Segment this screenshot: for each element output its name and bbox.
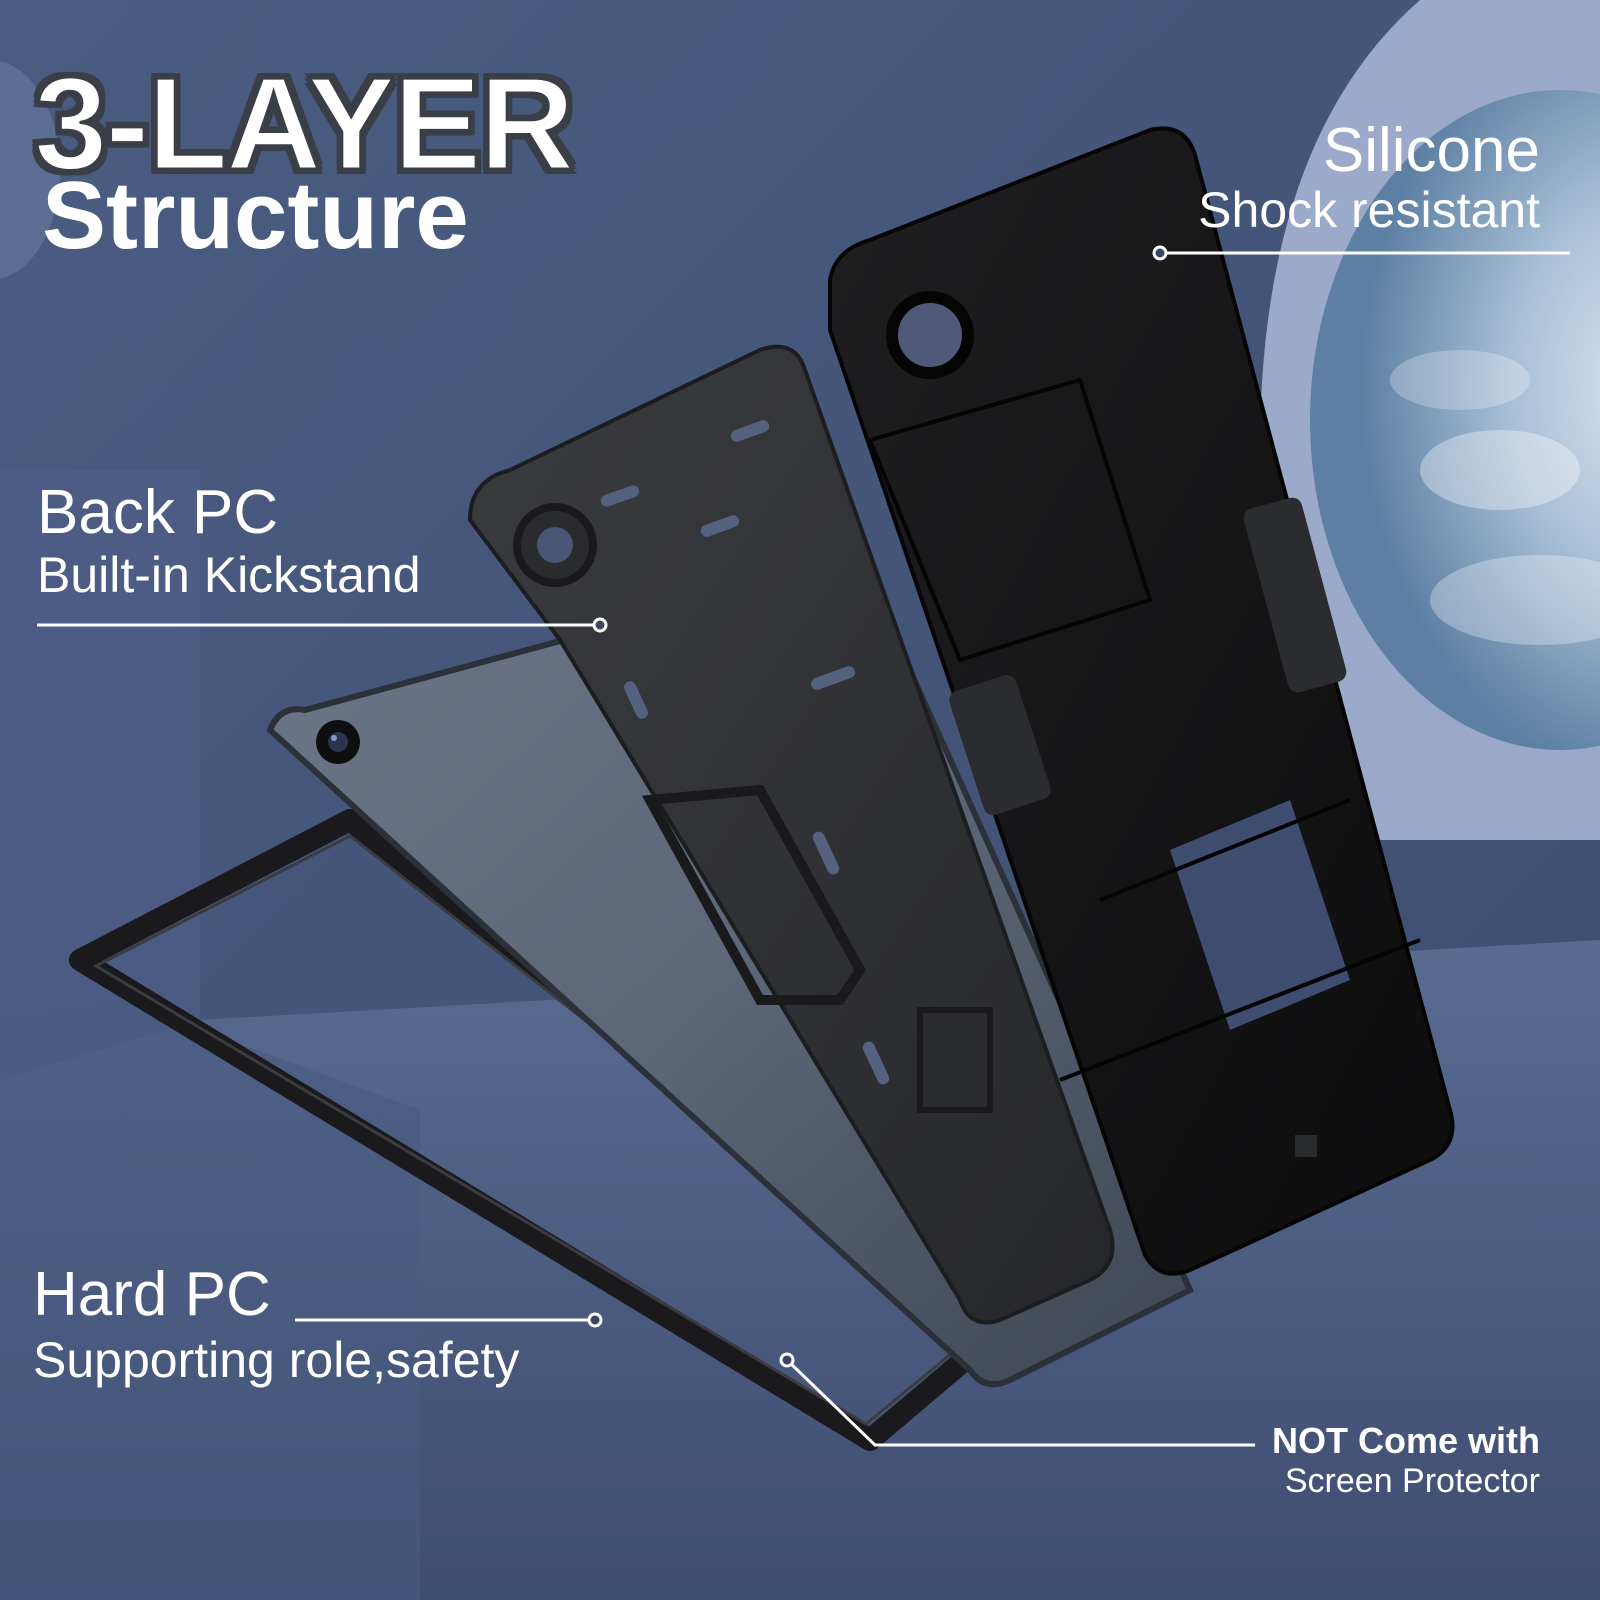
silicone-subtitle: Shock resistant: [1198, 182, 1540, 238]
headline-line-1: 3-LAYER: [33, 50, 577, 197]
silicone-title: Silicone: [1322, 116, 1540, 185]
note-callout-line: [785, 1358, 1255, 1447]
case-camera-hole: [886, 291, 974, 379]
note-subtitle: Screen Protector: [1284, 1462, 1540, 1500]
callout-dots: [587, 245, 1168, 1368]
hard-pc-subtitle: Supporting role,safety: [33, 1332, 520, 1388]
back-pc-subtitle: Built-in Kickstand: [37, 547, 421, 603]
callout-lines: [37, 251, 1570, 1447]
note-title: NOT Come with: [1272, 1420, 1540, 1461]
back-pc-title: Back PC: [37, 478, 279, 547]
sky-window: [1310, 90, 1600, 750]
headline-line-2: Structure: [42, 162, 469, 269]
silicone-case: [828, 126, 1455, 1276]
case-grip-right: [1243, 497, 1347, 693]
hard-pc-title: Hard PC: [33, 1260, 271, 1329]
case-grip-left: [949, 674, 1051, 816]
wall-disc: [0, 61, 60, 279]
back-pc-layer: [467, 344, 1115, 1325]
back-pc-kickstand: [641, 784, 866, 1005]
